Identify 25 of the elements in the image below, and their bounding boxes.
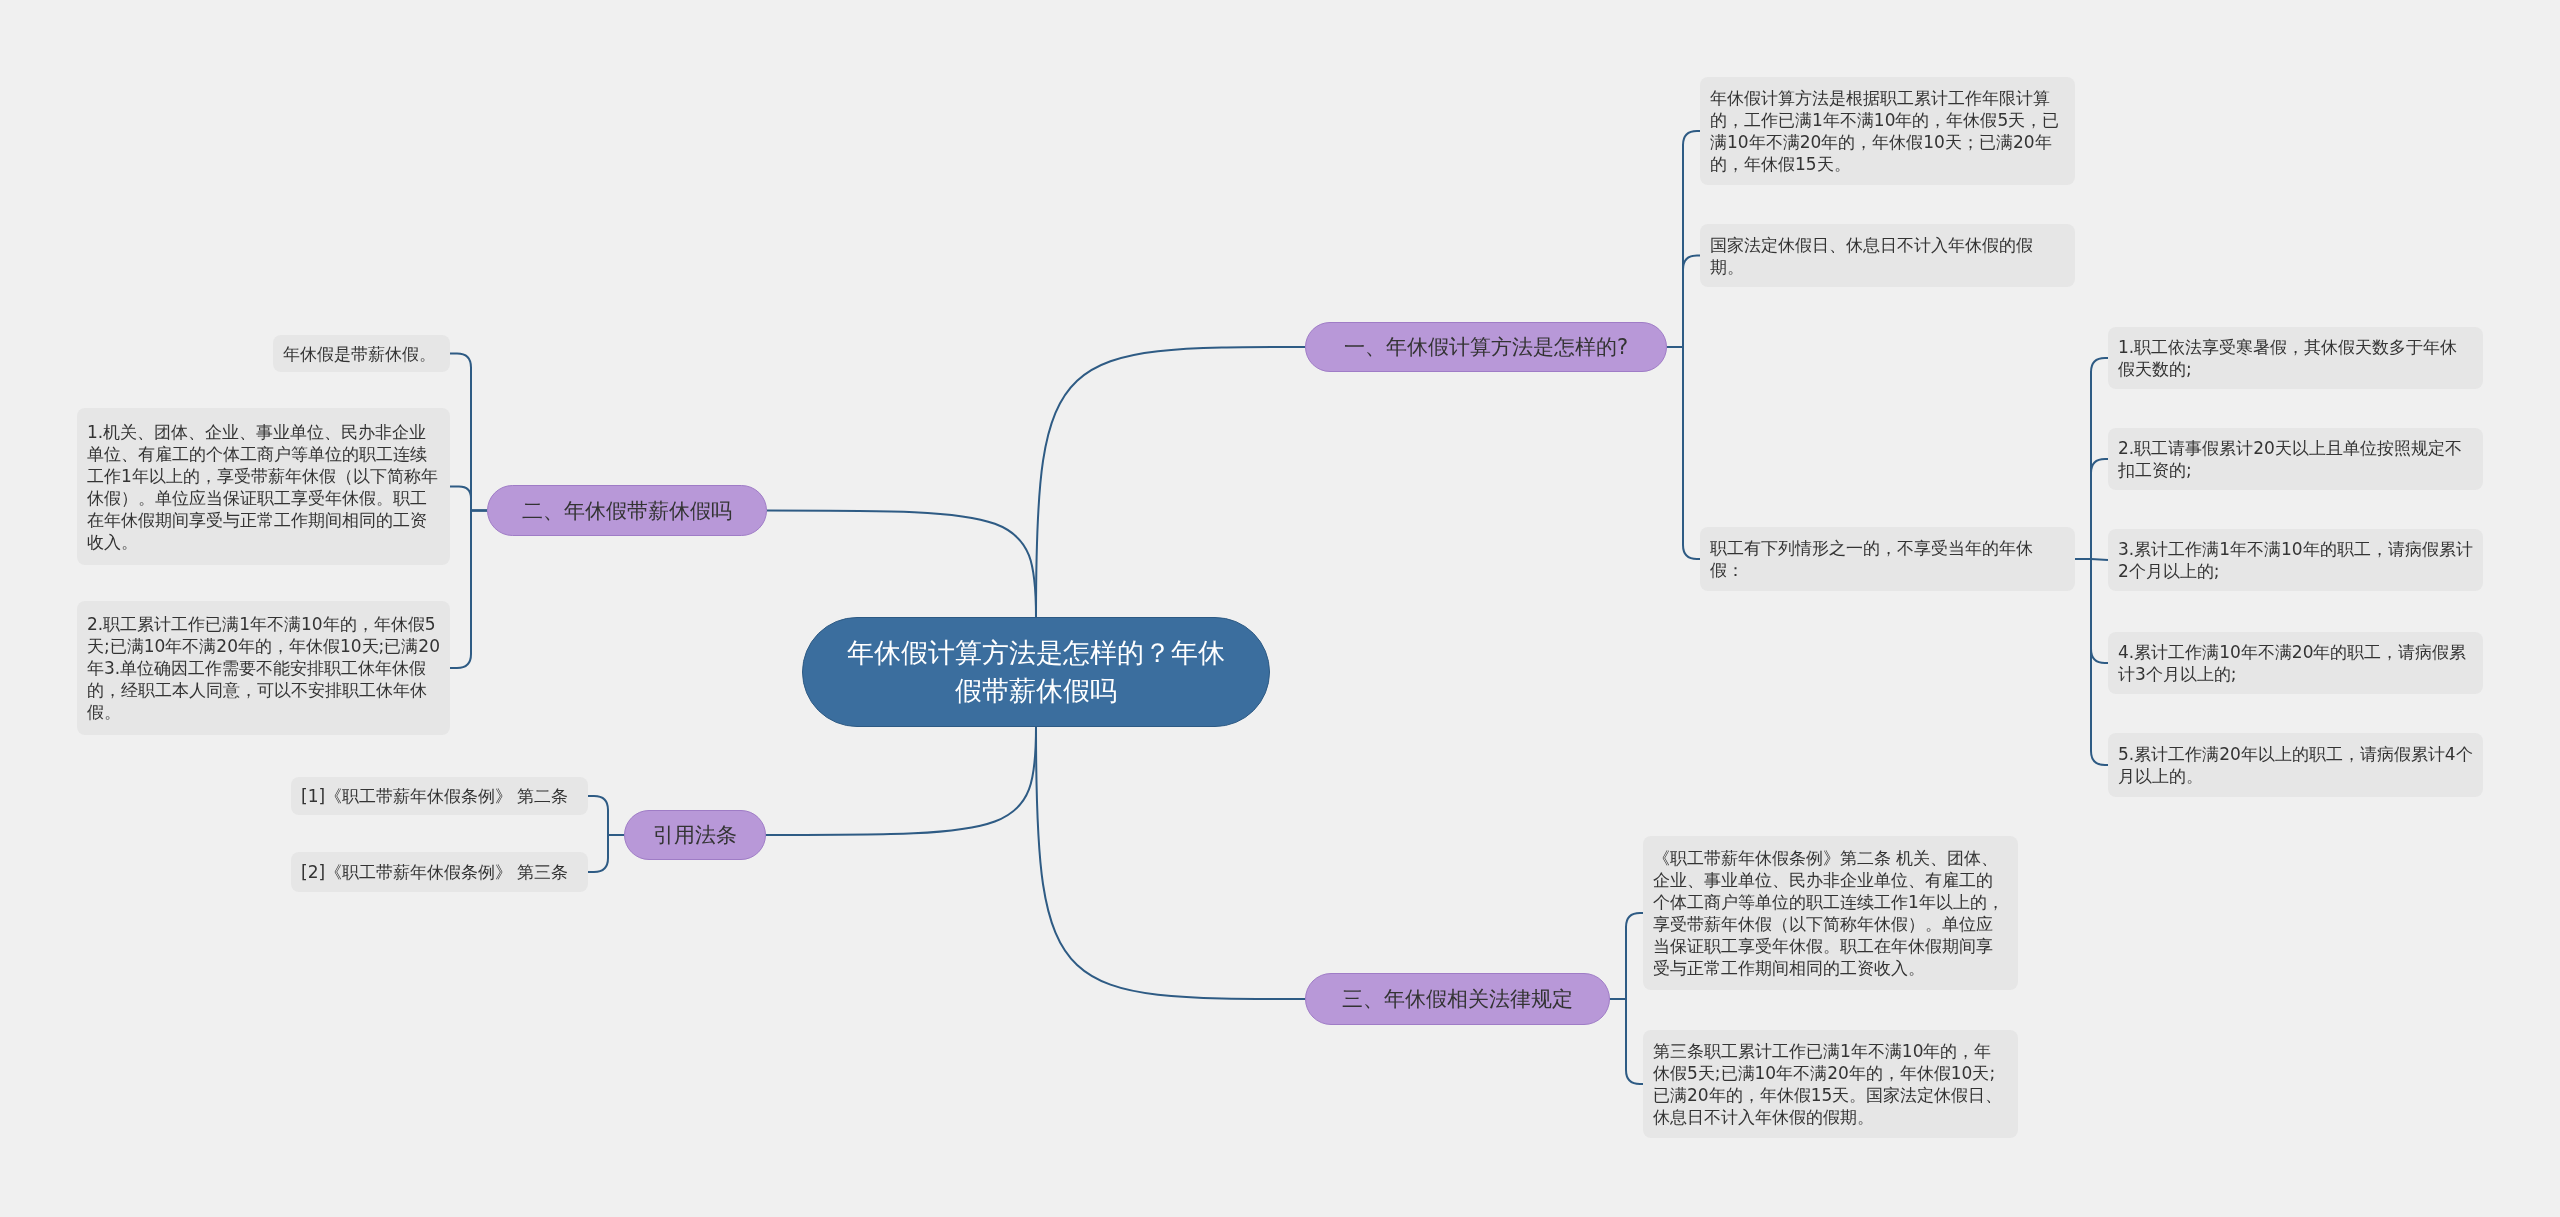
leaf-topic: 年休假是带薪休假。 bbox=[273, 335, 450, 372]
leaf-topic: 1.职工依法享受寒暑假，其休假天数多于年休假天数的; bbox=[2108, 327, 2483, 389]
connector-line bbox=[766, 509, 1037, 618]
branch-topic: 引用法条 bbox=[624, 810, 766, 860]
leaf-topic: [1]《职工带薪年休假条例》 第二条 bbox=[291, 777, 588, 815]
leaf-topic: 2.职工累计工作已满1年不满10年的，年休假5天;已满10年不满20年的，年休假10天;已满20年3.单位确因工作需要不能安排职工休年休假的，经职工本人同意，可以不安排职工休年休假。 bbox=[77, 601, 450, 735]
central-topic: 年休假计算方法是怎样的？年休假带薪休假吗 bbox=[802, 617, 1270, 727]
connector-line bbox=[1666, 346, 1701, 560]
connector-line bbox=[449, 509, 488, 669]
leaf-topic: 职工有下列情形之一的，不享受当年的年休假： bbox=[1700, 527, 2075, 591]
leaf-topic: 第三条职工累计工作已满1年不满10年的，年休假5天;已满10年不满20年的，年休假10天;已满20年的，年休假15天。国家法定休假日、休息日不计入年休假的假期。 bbox=[1643, 1030, 2018, 1138]
leaf-topic: [2]《职工带薪年休假条例》 第三条 bbox=[291, 852, 588, 892]
connector-line bbox=[587, 834, 625, 873]
leaf-topic: 3.累计工作满1年不满10年的职工，请病假累计2个月以上的; bbox=[2108, 529, 2483, 591]
leaf-topic: 《职工带薪年休假条例》第二条 机关、团体、企业、事业单位、民办非企业单位、有雇工的个体工商户等单位的职工连续工作1年以上的，享受带薪年休假（以下简称年休假）。单位应当保证职工享受年休假。职工在年休假期间享受与正常工作期间相同的工资收入。 bbox=[1643, 836, 2018, 990]
leaf-topic: 年休假计算方法是根据职工累计工作年限计算的，工作已满1年不满10年的，年休假5天，已满10年不满20年的，年休假10天；已满20年的，年休假15天。 bbox=[1700, 77, 2075, 185]
leaf-topic: 国家法定休假日、休息日不计入年休假的假期。 bbox=[1700, 224, 2075, 287]
branch-topic: 三、年休假相关法律规定 bbox=[1305, 973, 1610, 1025]
leaf-topic: 1.机关、团体、企业、事业单位、民办非企业单位、有雇工的个体工商户等单位的职工连续工作1年以上的，享受带薪年休假（以下简称年休假）。单位应当保证职工享受年休假。职工在年休假期间享受与正常工作期间相同的工资收入。 bbox=[77, 408, 450, 565]
connector-line bbox=[2074, 558, 2109, 766]
branch-topic: 一、年休假计算方法是怎样的? bbox=[1305, 322, 1667, 372]
leaf-topic: 2.职工请事假累计20天以上且单位按照规定不扣工资的; bbox=[2108, 428, 2483, 490]
leaf-topic: 4.累计工作满10年不满20年的职工，请病假累计3个月以上的; bbox=[2108, 632, 2483, 694]
leaf-topic: 5.累计工作满20年以上的职工，请病假累计4个月以上的。 bbox=[2108, 733, 2483, 797]
branch-topic: 二、年休假带薪休假吗 bbox=[487, 485, 767, 536]
